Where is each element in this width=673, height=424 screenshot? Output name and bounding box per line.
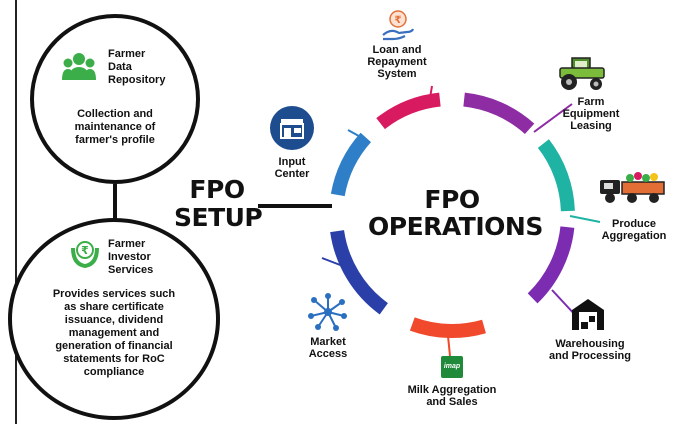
imap-badge-text: imap xyxy=(443,363,461,370)
ring-segment-input-center xyxy=(330,132,372,197)
ring-segment-produce xyxy=(537,139,575,212)
investor-desc-line: as share certificate xyxy=(64,301,164,313)
loan-label-line: System xyxy=(377,68,417,80)
ring-segment-market xyxy=(330,229,389,315)
investor-desc-line: statements for RoC xyxy=(63,353,165,365)
fpo-setup-line: SETUP xyxy=(174,203,263,232)
truck-produce-icon xyxy=(600,172,665,203)
fpo-operations-line: OPERATIONS xyxy=(368,212,543,241)
market-access-label: Market Access xyxy=(298,336,358,360)
investor-title-line: Services xyxy=(108,264,154,276)
svg-text:₹: ₹ xyxy=(395,15,402,26)
imap-icon: imap xyxy=(441,356,463,378)
leader-line-input-center xyxy=(347,129,367,141)
warehousing-label-line: and Processing xyxy=(549,350,631,362)
leader-line-market xyxy=(321,257,349,269)
rupee-hand-icon: ₹ xyxy=(382,10,415,41)
leader-line-farm-equipment xyxy=(533,103,573,133)
store-icon xyxy=(270,106,314,150)
ring-segment-warehousing xyxy=(527,226,575,304)
network-icon xyxy=(308,293,347,331)
market-access-line: Market xyxy=(310,336,346,348)
leader-line-loan xyxy=(429,85,433,99)
farm-equipment-label: Farm Equipment Leasing xyxy=(560,96,622,132)
investor-title-line: Farmer xyxy=(108,238,146,250)
rupee-plant-icon: ₹ xyxy=(71,241,99,268)
repository-title-line: Repository xyxy=(108,74,166,86)
repository-title: Farmer Data Repository xyxy=(108,48,165,87)
ring-segment-loan xyxy=(376,92,441,130)
investor-desc-line: management and xyxy=(68,327,160,339)
warehousing-label-line: Warehousing xyxy=(555,338,625,350)
leader-line-milk xyxy=(447,335,451,357)
loan-label-line: Repayment xyxy=(367,56,427,68)
produce-label-line: Aggregation xyxy=(601,230,667,242)
setup-connector-line xyxy=(258,204,332,208)
investor-desc-line: compliance xyxy=(83,366,145,378)
repository-title-line: Farmer xyxy=(108,48,146,60)
input-center-line: Input xyxy=(278,156,306,168)
ring-segment-milk xyxy=(409,317,486,338)
fpo-setup-heading: FPO SETUP xyxy=(174,175,263,232)
market-access-line: Access xyxy=(308,348,348,360)
fpo-operations-line: FPO xyxy=(424,185,480,214)
farm-equipment-line: Farm xyxy=(577,96,605,108)
farmer-data-repository-circle: Farmer Data Repository Collection and ma… xyxy=(30,14,200,184)
investor-title-line: Investor xyxy=(108,251,151,263)
loan-label-line: Loan and xyxy=(372,44,422,56)
fpo-operations-heading: FPO OPERATIONS xyxy=(368,185,543,241)
input-center-line: Center xyxy=(274,168,310,180)
tractor-icon xyxy=(559,57,605,90)
investor-desc-line: generation of financial xyxy=(55,340,173,352)
loan-label: Loan and Repayment System xyxy=(354,44,440,80)
farmer-investor-services-circle: ₹ Farmer Investor Services Provides serv… xyxy=(8,218,220,420)
repository-desc-line: maintenance of xyxy=(74,121,156,133)
milk-label-line: Milk Aggregation xyxy=(407,384,497,396)
left-border-line xyxy=(15,0,17,424)
farm-equipment-line: Leasing xyxy=(570,120,612,132)
svg-text:₹: ₹ xyxy=(81,244,89,257)
investor-desc-line: Provides services such xyxy=(52,288,176,300)
repository-desc-line: farmer's profile xyxy=(75,134,155,146)
milk-label: Milk Aggregation and Sales xyxy=(396,384,508,408)
warehouse-icon xyxy=(572,299,604,330)
ring-segment-farm-equipment xyxy=(463,92,535,135)
people-group-icon xyxy=(62,53,96,80)
leader-line-produce xyxy=(569,215,601,223)
fpo-setup-line: FPO xyxy=(189,175,245,204)
farm-equipment-line: Equipment xyxy=(562,108,620,120)
produce-label-line: Produce xyxy=(611,218,656,230)
milk-label-line: and Sales xyxy=(426,396,478,408)
repository-desc-line: Collection and xyxy=(77,108,153,120)
warehousing-label: Warehousing and Processing xyxy=(540,338,640,362)
repository-description: Collection and maintenance of farmer's p… xyxy=(44,108,186,147)
circle-connector-line xyxy=(113,184,117,224)
investor-description: Provides services such as share certific… xyxy=(22,288,206,379)
produce-label: Produce Aggregation xyxy=(596,218,672,242)
repository-title-line: Data xyxy=(108,61,132,73)
investor-title: Farmer Investor Services xyxy=(108,238,153,277)
investor-desc-line: issuance, dividend xyxy=(64,314,164,326)
input-center-label: Input Center xyxy=(262,156,322,180)
